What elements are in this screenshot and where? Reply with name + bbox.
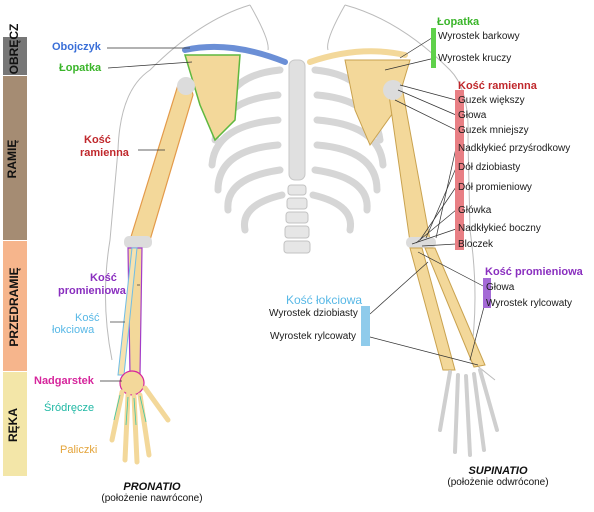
region-reka: RĘKA [6, 408, 20, 443]
band-reka [3, 372, 27, 476]
label-nadklykiec-boczny: Nadkłykieć boczny [458, 223, 541, 234]
sternum [288, 59, 306, 181]
label-kosc-lokciowa-right: Kość łokciowa [286, 293, 363, 307]
label-dol-promieniowy: Dół promieniowy [458, 182, 532, 193]
left-arm-bones [109, 77, 195, 465]
label-kosc-ramienna-right: Kość ramienna [458, 80, 537, 92]
body-outline [104, 4, 496, 381]
label-kosc-promieniowa-right: Kość promieniowa [485, 266, 583, 278]
label-kosc-promieniowa-l2: promieniowa [58, 285, 126, 297]
right-hand [438, 368, 499, 457]
label-kosc-ramienna-l1: Kość [84, 134, 111, 146]
caption-supinatio-title: SUPINATIO [468, 465, 528, 477]
label-dol-dziobiasty: Dół dziobiasty [458, 162, 521, 173]
region-obrecz: OBRĘCZ [7, 23, 21, 75]
caption-pronatio: PRONATIO (położenie nawrócone) [72, 481, 232, 504]
label-wyrostek-barkowy: Wyrostek barkowy [438, 31, 520, 42]
kosc-ramienna-strip [455, 90, 464, 250]
label-guzek-wiekszy: Guzek większy [458, 95, 525, 106]
right-humerus [387, 85, 431, 243]
label-srodrecze: Śródręcze [44, 402, 95, 414]
right-arm-bones [383, 80, 499, 457]
label-wyrostek-rylcowaty-lokciowa: Wyrostek rylcowaty [270, 331, 357, 342]
left-humerus [129, 83, 194, 241]
spine [283, 184, 311, 254]
kosc-promieniowa-strip [483, 278, 491, 308]
label-obojczyk: Obojczyk [52, 41, 101, 53]
label-wyrostek-rylcowaty-promieniowa: Wyrostek rylcowaty [486, 298, 573, 309]
label-glowa-promieniowa: Głowa [486, 282, 515, 293]
label-kosc-lokciowa-l1: Kość [75, 312, 100, 324]
right-humerus-head [383, 80, 403, 100]
kosc-lokciowa-strip [361, 306, 370, 346]
right-elbow [406, 237, 436, 248]
label-kosc-ramienna-l2: ramienna [80, 147, 129, 159]
band-obrecz [3, 37, 27, 75]
label-paliczki: Paliczki [60, 444, 98, 456]
label-lopatka-right: Łopatka [437, 16, 480, 28]
right-clavicle [307, 48, 408, 65]
label-guzek-mniejszy: Guzek mniejszy [458, 125, 529, 136]
label-nadklykiec-przysrodkowy: Nadkłykieć przyśrodkowy [458, 143, 571, 154]
label-kosc-promieniowa-l1: Kość [90, 272, 117, 284]
label-wyrostek-kruczy: Wyrostek kruczy [438, 53, 512, 64]
label-glowa-ramienna: Głowa [458, 110, 487, 121]
lopatka-strip [431, 28, 436, 68]
label-lopatka-left: Łopatka [59, 62, 102, 74]
region-przedramie: PRZEDRAMIĘ [7, 267, 21, 347]
band-przedramie [3, 241, 27, 371]
neck-outline [249, 4, 346, 51]
band-ramie [3, 76, 27, 240]
label-wyrostek-dziobiasty: Wyrostek dziobiasty [269, 308, 358, 319]
label-kosc-lokciowa-l2: łokciowa [52, 324, 95, 336]
left-metacarpal-outline [113, 394, 147, 426]
region-ramie: RAMIĘ [5, 139, 19, 179]
left-scapula [183, 54, 241, 142]
leader-lines [100, 35, 486, 382]
caption-supinatio-sub: (położenie odwrócone) [447, 477, 549, 488]
caption-pronatio-sub: (położenie nawrócone) [101, 493, 203, 504]
caption-supinatio: SUPINATIO (położenie odwrócone) [418, 465, 578, 488]
label-bloczek: Bloczek [458, 239, 494, 250]
label-nadgarstek: Nadgarstek [34, 375, 94, 387]
caption-pronatio-title: PRONATIO [123, 481, 181, 493]
right-radius [409, 247, 456, 371]
left-humerus-head [177, 77, 195, 95]
label-glowka: Główka [458, 205, 492, 216]
left-elbow [124, 236, 152, 248]
left-clavicle [182, 43, 288, 65]
left-fingers [109, 385, 171, 465]
right-ulna [424, 247, 486, 368]
